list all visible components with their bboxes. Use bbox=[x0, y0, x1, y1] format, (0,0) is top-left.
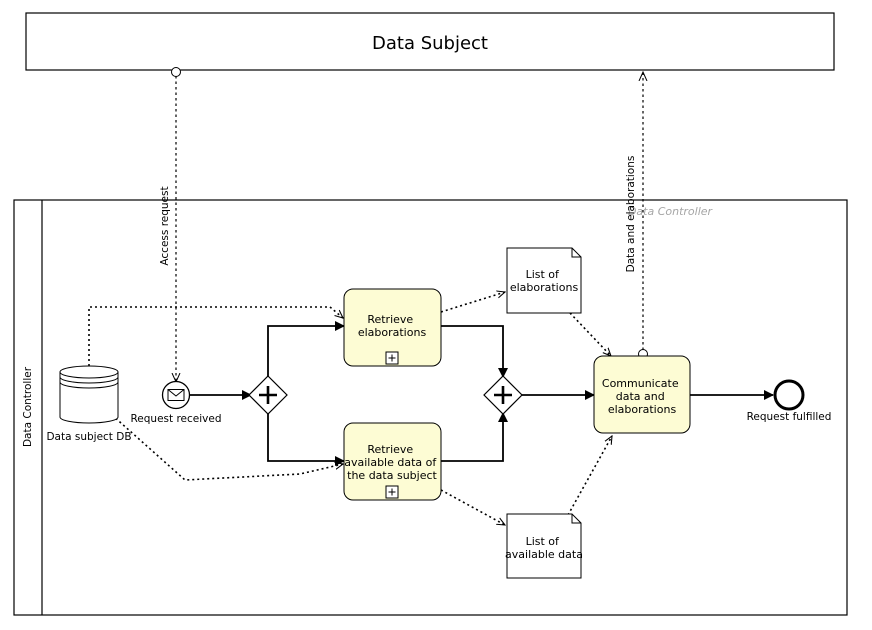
data-object-list-elaborations[interactable] bbox=[506, 247, 582, 314]
data-store-label: Data subject DB bbox=[46, 431, 131, 443]
task-communicate-label: Communicate data and elaborations bbox=[602, 377, 682, 416]
pool-data-subject[interactable] bbox=[25, 12, 835, 71]
pool-watermark-label: Data Controller bbox=[628, 205, 714, 218]
message-access-request-label: Access request bbox=[159, 186, 171, 265]
association-db-to-available bbox=[111, 414, 343, 481]
task-retrieve-elaborations-label: Retrieve elaborations bbox=[358, 313, 427, 339]
end-event[interactable] bbox=[773, 379, 805, 411]
end-event-label: Request fulfilled bbox=[747, 411, 832, 423]
pool-data-controller-title: Data Controller bbox=[22, 366, 34, 447]
association-available-to-list bbox=[440, 489, 505, 526]
start-event-label: Request received bbox=[130, 413, 221, 425]
pool-data-subject-title: Data Subject bbox=[372, 33, 488, 54]
plus-icon bbox=[259, 386, 277, 404]
subprocess-marker-icon bbox=[385, 485, 399, 499]
message-flow-source-circle bbox=[171, 67, 181, 77]
data-object-list-elaborations-label: List of elaborations bbox=[510, 268, 579, 294]
data-object-list-available[interactable] bbox=[506, 513, 582, 579]
plus-icon bbox=[494, 386, 512, 404]
association-elaborations-to-list bbox=[440, 292, 505, 313]
association-list-avail-to-communicate bbox=[567, 436, 613, 516]
envelope-icon bbox=[167, 389, 185, 401]
data-object-list-available-label: List of available data bbox=[505, 535, 583, 561]
pool-data-controller[interactable] bbox=[13, 199, 848, 616]
task-retrieve-elaborations[interactable] bbox=[343, 288, 442, 367]
sequence-flow-available-to-join bbox=[441, 412, 508, 462]
message-data-elaborations-label: Data and elaborations bbox=[625, 156, 637, 273]
sequence-flow-elaborations-to-join bbox=[441, 325, 508, 378]
task-communicate[interactable] bbox=[593, 355, 691, 434]
subprocess-marker-icon bbox=[385, 351, 399, 365]
sequence-flow-gateway-to-elaborations bbox=[267, 321, 345, 378]
data-store-db[interactable] bbox=[59, 365, 119, 424]
task-retrieve-available-label: Retrieve available data of the data subj… bbox=[344, 443, 440, 482]
task-retrieve-available-data[interactable] bbox=[343, 422, 442, 501]
sequence-flow-gateway-to-available bbox=[267, 412, 345, 466]
